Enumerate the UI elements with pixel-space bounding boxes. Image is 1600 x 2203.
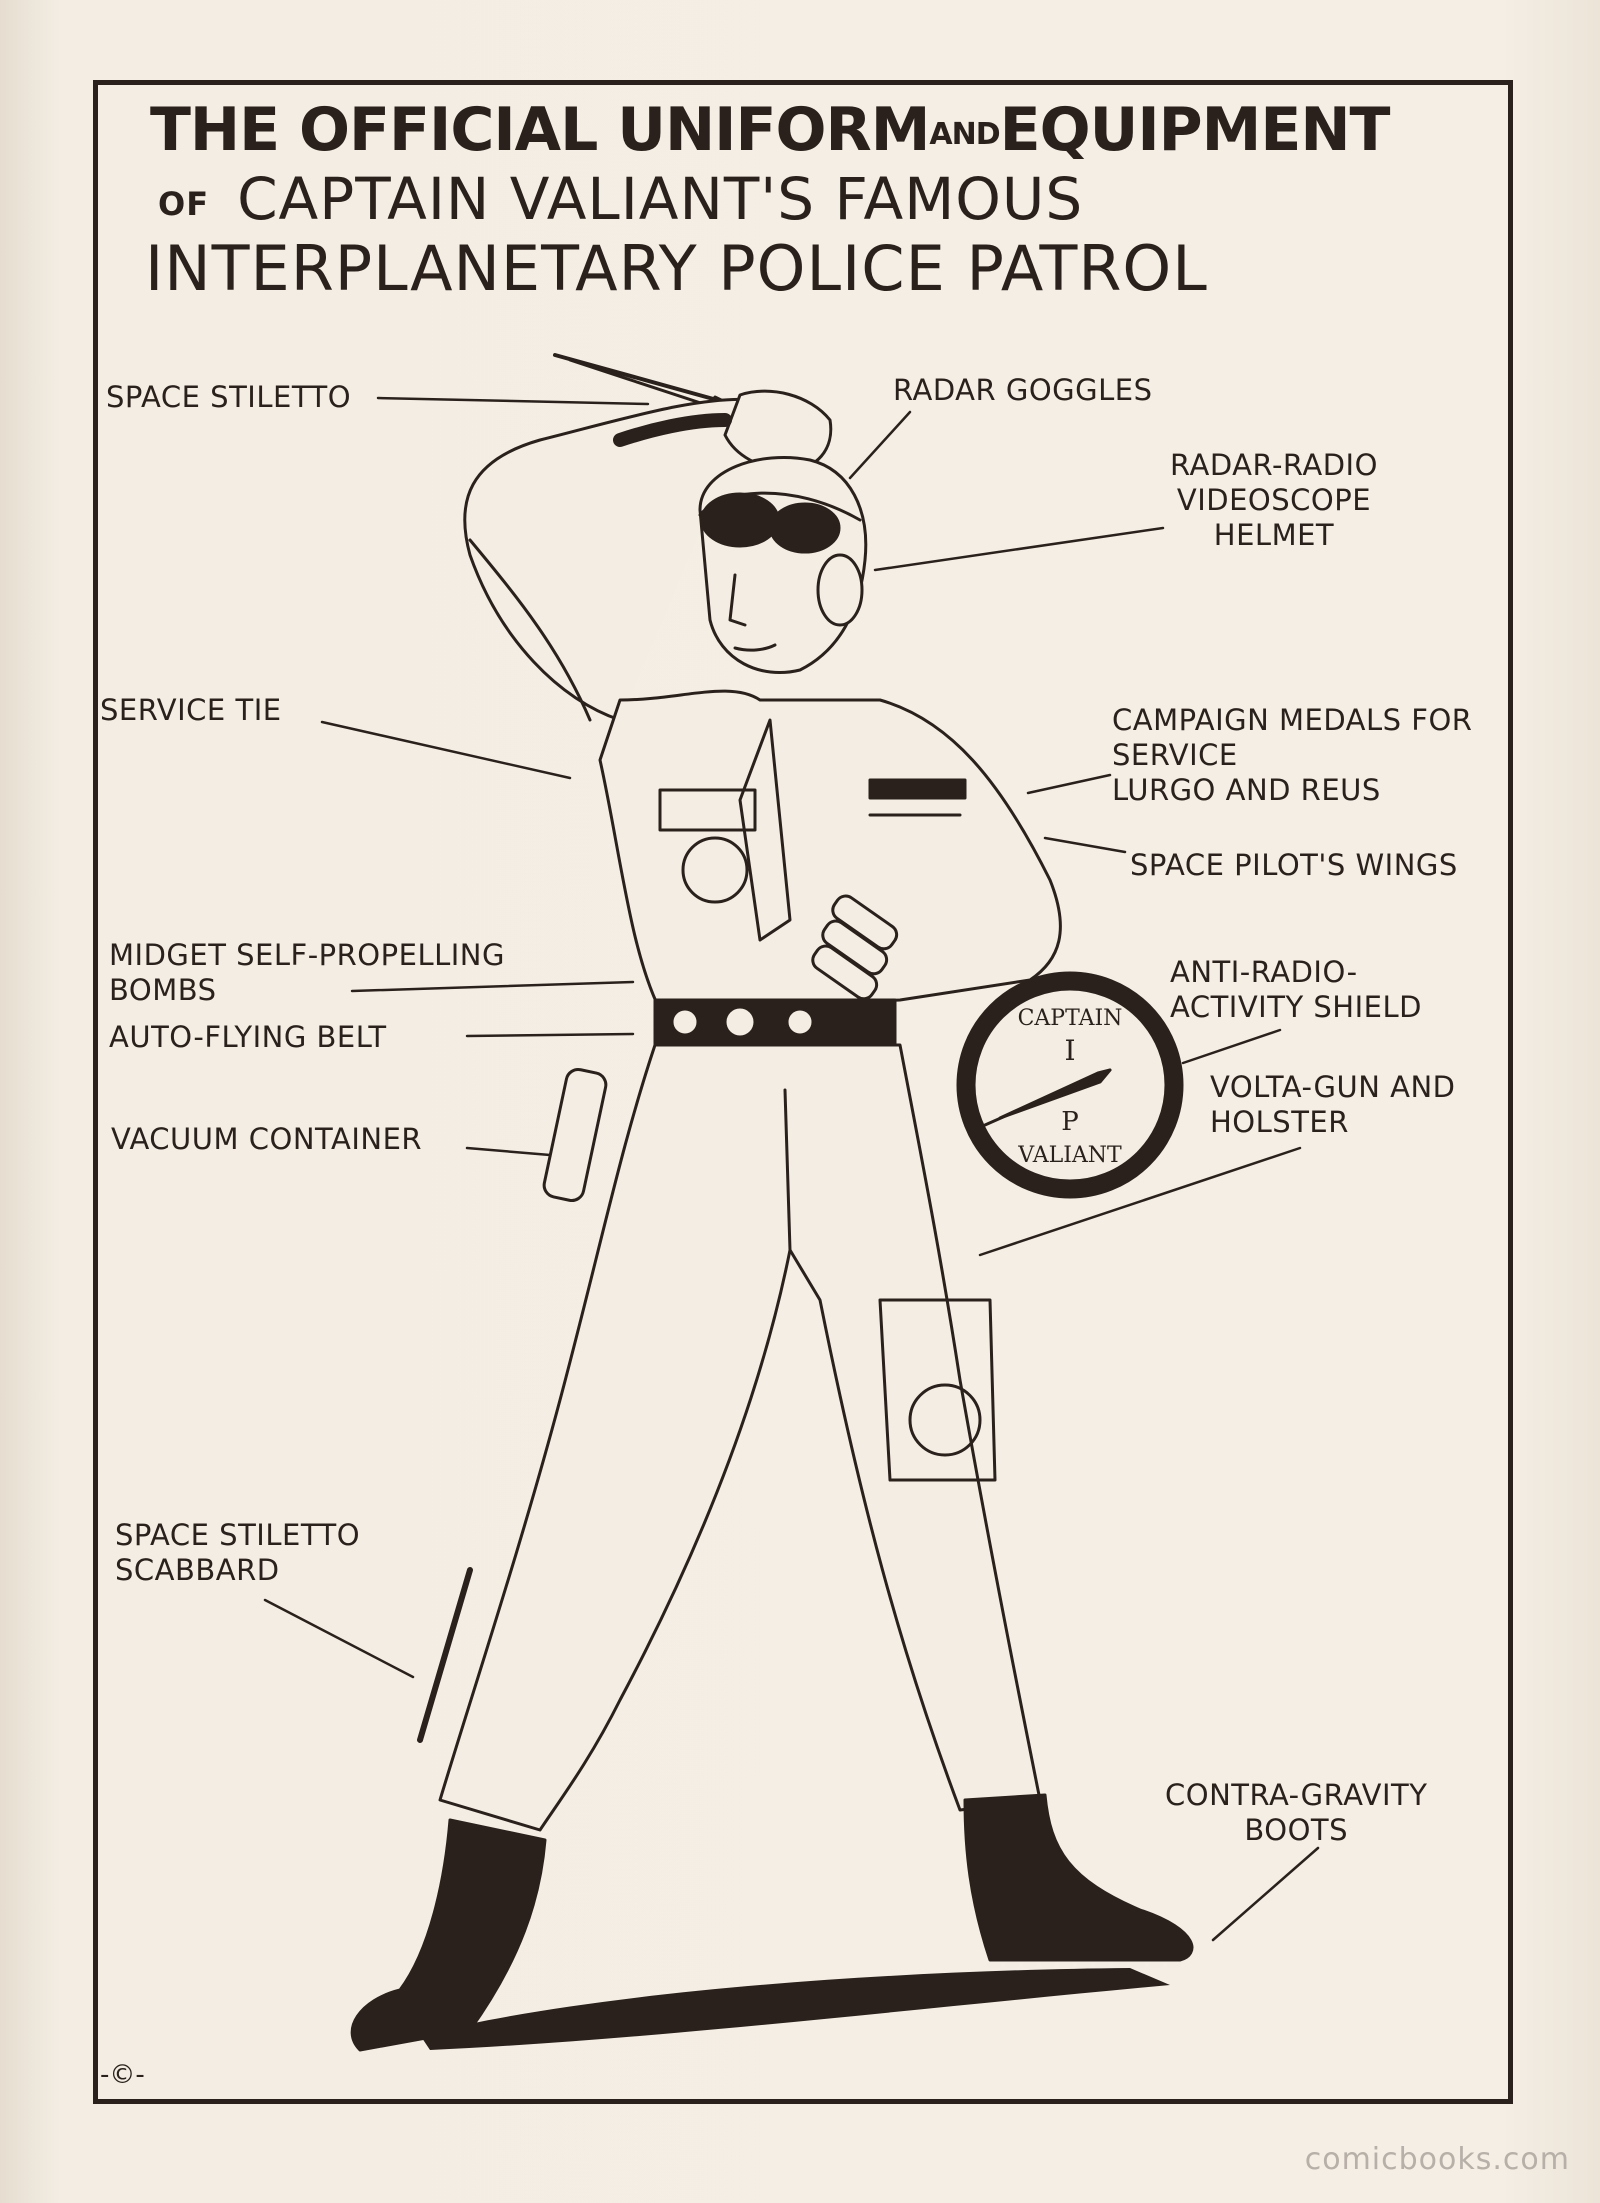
service-tie-drawing [738,718,792,942]
label-midget-bombs: MIDGET SELF-PROPELLING BOMBS [109,938,505,1007]
shield-valiant-text: VALIANT [1017,1143,1122,1168]
label-radar-goggles: RADAR GOGGLES [893,373,1153,407]
leader-lines [263,396,1320,1942]
title-uniform: THE OFFICIAL UNIFORM [150,95,930,165]
label-helmet: RADAR-RADIO VIDEOSCOPE HELMET [1170,448,1378,552]
shield-captain-text: CAPTAIN [1018,1006,1123,1031]
right-boot [963,1793,1194,1962]
vacuum-container-drawing [542,1067,608,1203]
label-vacuum-container: VACUUM CONTAINER [111,1122,423,1156]
label-scabbard: SPACE STILETTO SCABBARD [115,1518,361,1587]
panel-border [93,80,1513,2104]
shirt [598,689,1062,1012]
page-title-line-2: OF CAPTAIN VALIANT'S FAMOUS [158,165,1083,233]
label-campaign-medals: CAMPAIGN MEDALS FOR SERVICE LURGO AND RE… [1112,703,1473,807]
copyright-mark: -©- [100,2060,145,2090]
shield-letter-i: I [1064,1034,1075,1067]
label-space-pilots-wings: SPACE PILOT'S WINGS [1130,848,1458,882]
anti-radio-activity-shield [956,971,1184,1199]
label-volta-gun: VOLTA-GUN AND HOLSTER [1210,1070,1456,1139]
left-boot [350,1818,547,2052]
label-service-tie: SERVICE TIE [100,693,282,727]
trousers [438,1043,1042,1832]
watermark: comicbooks.com [1304,2142,1570,2177]
title-captain-valiant: CAPTAIN VALIANT'S FAMOUS [237,165,1084,233]
title-equipment: EQUIPMENT [999,95,1391,165]
helmet-head-drawing [698,455,868,675]
label-anti-radio-activity-shield: ANTI-RADIO- ACTIVITY SHIELD [1170,955,1422,1024]
bombs-drawing [811,894,899,1001]
raised-fist [723,389,833,472]
page-title-line-3: INTERPLANETARY POLICE PATROL [145,232,1208,305]
title-and: AND [929,117,1000,152]
shield-letter-p: P [1061,1107,1079,1137]
label-auto-flying-belt: AUTO-FLYING BELT [109,1020,387,1054]
label-contra-gravity-boots: CONTRA-GRAVITY BOOTS [1165,1778,1428,1847]
label-space-stiletto: SPACE STILETTO [106,380,352,414]
title-of: OF [158,185,210,223]
scabbard-drawing [417,1567,473,1743]
ground-shadow [420,1968,1170,2050]
page-title-line-1: THE OFFICIAL UNIFORMANDEQUIPMENT [150,95,1390,165]
raised-arm [463,397,757,722]
